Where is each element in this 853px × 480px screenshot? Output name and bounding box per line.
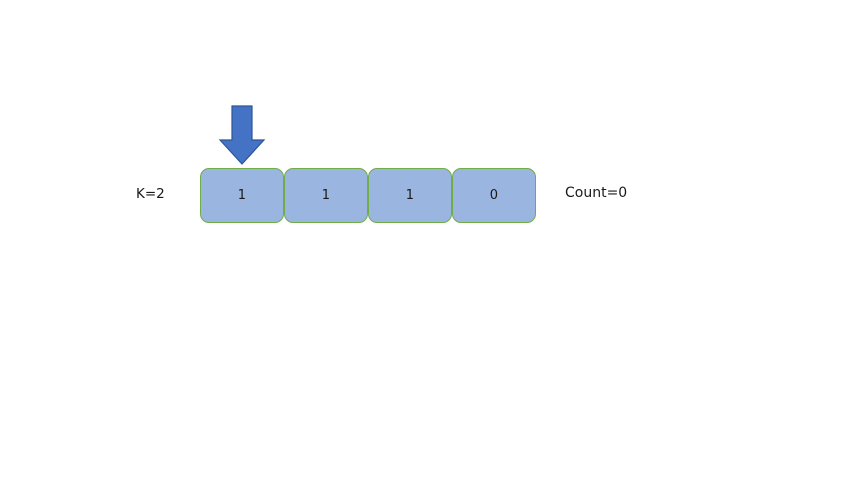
array-cell-value: 1 (405, 188, 415, 203)
array-cell-value: 1 (321, 188, 331, 203)
k-variable-label: K=2 (136, 186, 165, 202)
array-cell[interactable]: 0 (452, 168, 536, 223)
array-cell-value: 1 (237, 188, 247, 203)
array-cell-row: 1 1 1 0 (200, 168, 536, 223)
array-cell-value: 0 (489, 188, 499, 203)
array-cell[interactable]: 1 (284, 168, 368, 223)
array-cell[interactable]: 1 (200, 168, 284, 223)
array-cell[interactable]: 1 (368, 168, 452, 223)
count-variable-label: Count=0 (565, 185, 628, 201)
arrow-down-icon (218, 104, 266, 166)
